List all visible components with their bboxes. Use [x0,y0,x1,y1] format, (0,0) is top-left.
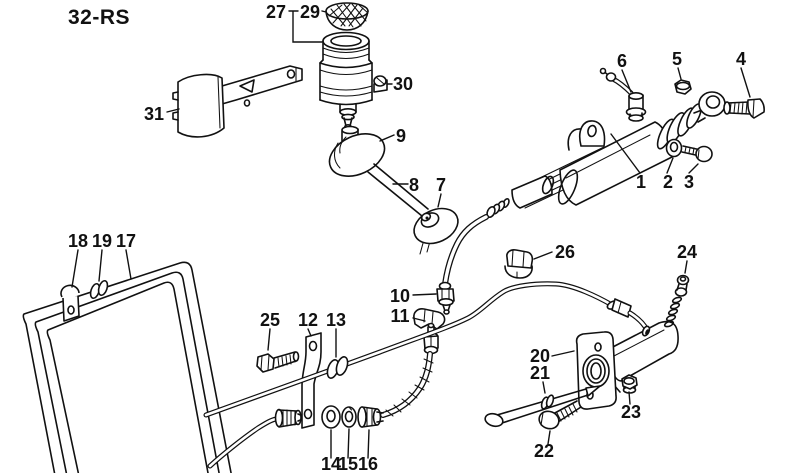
leader-5 [677,67,682,80]
callout-7: 7 [436,175,446,195]
callout-26: 26 [555,242,575,262]
callouts: 32-RS 27 29 30 31 9 8 7 6 5 4 1 2 3 26 2… [68,2,751,473]
callout-29: 29 [300,2,320,22]
fluid-reservoir-27 [319,31,373,106]
leader-25 [267,328,271,351]
grommet-19 [89,279,109,300]
leader-6 [621,69,632,93]
callout-15: 15 [338,454,358,473]
pipe-clamp-18 [60,284,80,322]
callout-27: 27 [266,2,286,22]
leader-23 [628,391,631,405]
leader-27-29 [288,10,327,43]
banjo-fitting-6 [599,67,647,122]
callout-14: 14 [321,454,341,473]
leader-17 [125,249,132,280]
pipe-bracket-11 [413,308,446,330]
pressure-pipe-upper [442,197,510,287]
callout-13: 13 [326,310,346,330]
callout-11: 11 [390,306,409,326]
washer-14 [321,405,341,429]
leader-22 [547,430,551,445]
pipe-loop-17 [22,261,232,473]
bolt-22 [538,400,582,430]
grommet-disc-7 [413,207,459,245]
nut-23 [621,374,638,394]
pushrod-21 [484,385,601,428]
union-fitting-10 [436,281,455,315]
support-bracket-12 [301,332,322,429]
leader-7 [437,193,442,208]
nut-5 [674,79,692,95]
callout-22: 22 [534,441,554,461]
callout-5: 5 [672,49,682,69]
callout-12: 12 [298,310,318,330]
leader-12 [307,328,312,337]
leader-31 [166,108,180,113]
callout-1: 1 [636,172,646,192]
grommet-13 [326,356,349,379]
strainer-cap-29 [325,2,369,31]
hose-fitting-16 [357,406,384,428]
callout-19: 19 [92,231,112,251]
callout-18: 18 [68,231,88,251]
bleeder-valve-24 [663,274,690,328]
leader-18 [71,249,79,288]
callout-3: 3 [684,172,694,192]
callout-23: 23 [621,402,641,422]
leader-9 [379,134,395,142]
callout-2: 2 [663,172,673,192]
callout-9: 9 [396,126,406,146]
shield-bracket-31 [172,65,303,138]
clip-26 [504,249,534,279]
callout-16: 16 [358,454,378,473]
lock-washer-15 [341,406,357,428]
leader-3 [688,163,699,174]
leader-2 [666,157,674,174]
leader-10 [412,293,437,296]
reservoir-outlet [339,103,357,131]
callout-21: 21 [530,363,550,383]
callout-31: 31 [144,104,164,124]
leader-1 [610,133,641,174]
bolt-4 [723,98,765,119]
pipe-end-fitting-slave [606,298,650,333]
callout-24: 24 [677,242,697,262]
leader-26 [533,251,553,260]
leader-11 [412,317,426,322]
leader-15 [347,428,350,459]
washer-2 [665,138,683,158]
callout-8: 8 [409,175,419,195]
callout-30: 30 [393,74,413,94]
leader-20 [551,350,575,357]
mounting-flange [575,331,617,410]
leader-19 [98,249,103,282]
callout-10: 10 [390,286,410,306]
callout-17: 17 [116,231,136,251]
callout-25: 25 [260,310,280,330]
leader-16 [367,429,370,459]
callout-6: 6 [617,51,627,71]
pipe-to-slave [203,281,615,418]
callout-20: 20 [530,346,550,366]
callout-4: 4 [736,49,746,69]
leader-4 [740,67,751,98]
boot-9 [328,125,386,177]
bolt-25 [256,351,300,373]
bolt-3 [681,145,713,163]
hose-clamp-30 [373,75,388,93]
diagram-title: 32-RS [68,6,130,29]
leader-21 [542,381,546,394]
flex-hose-upper [380,351,434,418]
leader-24 [684,260,688,274]
hose-end-fitting [423,322,439,355]
slave-cylinder-20 [608,320,679,393]
